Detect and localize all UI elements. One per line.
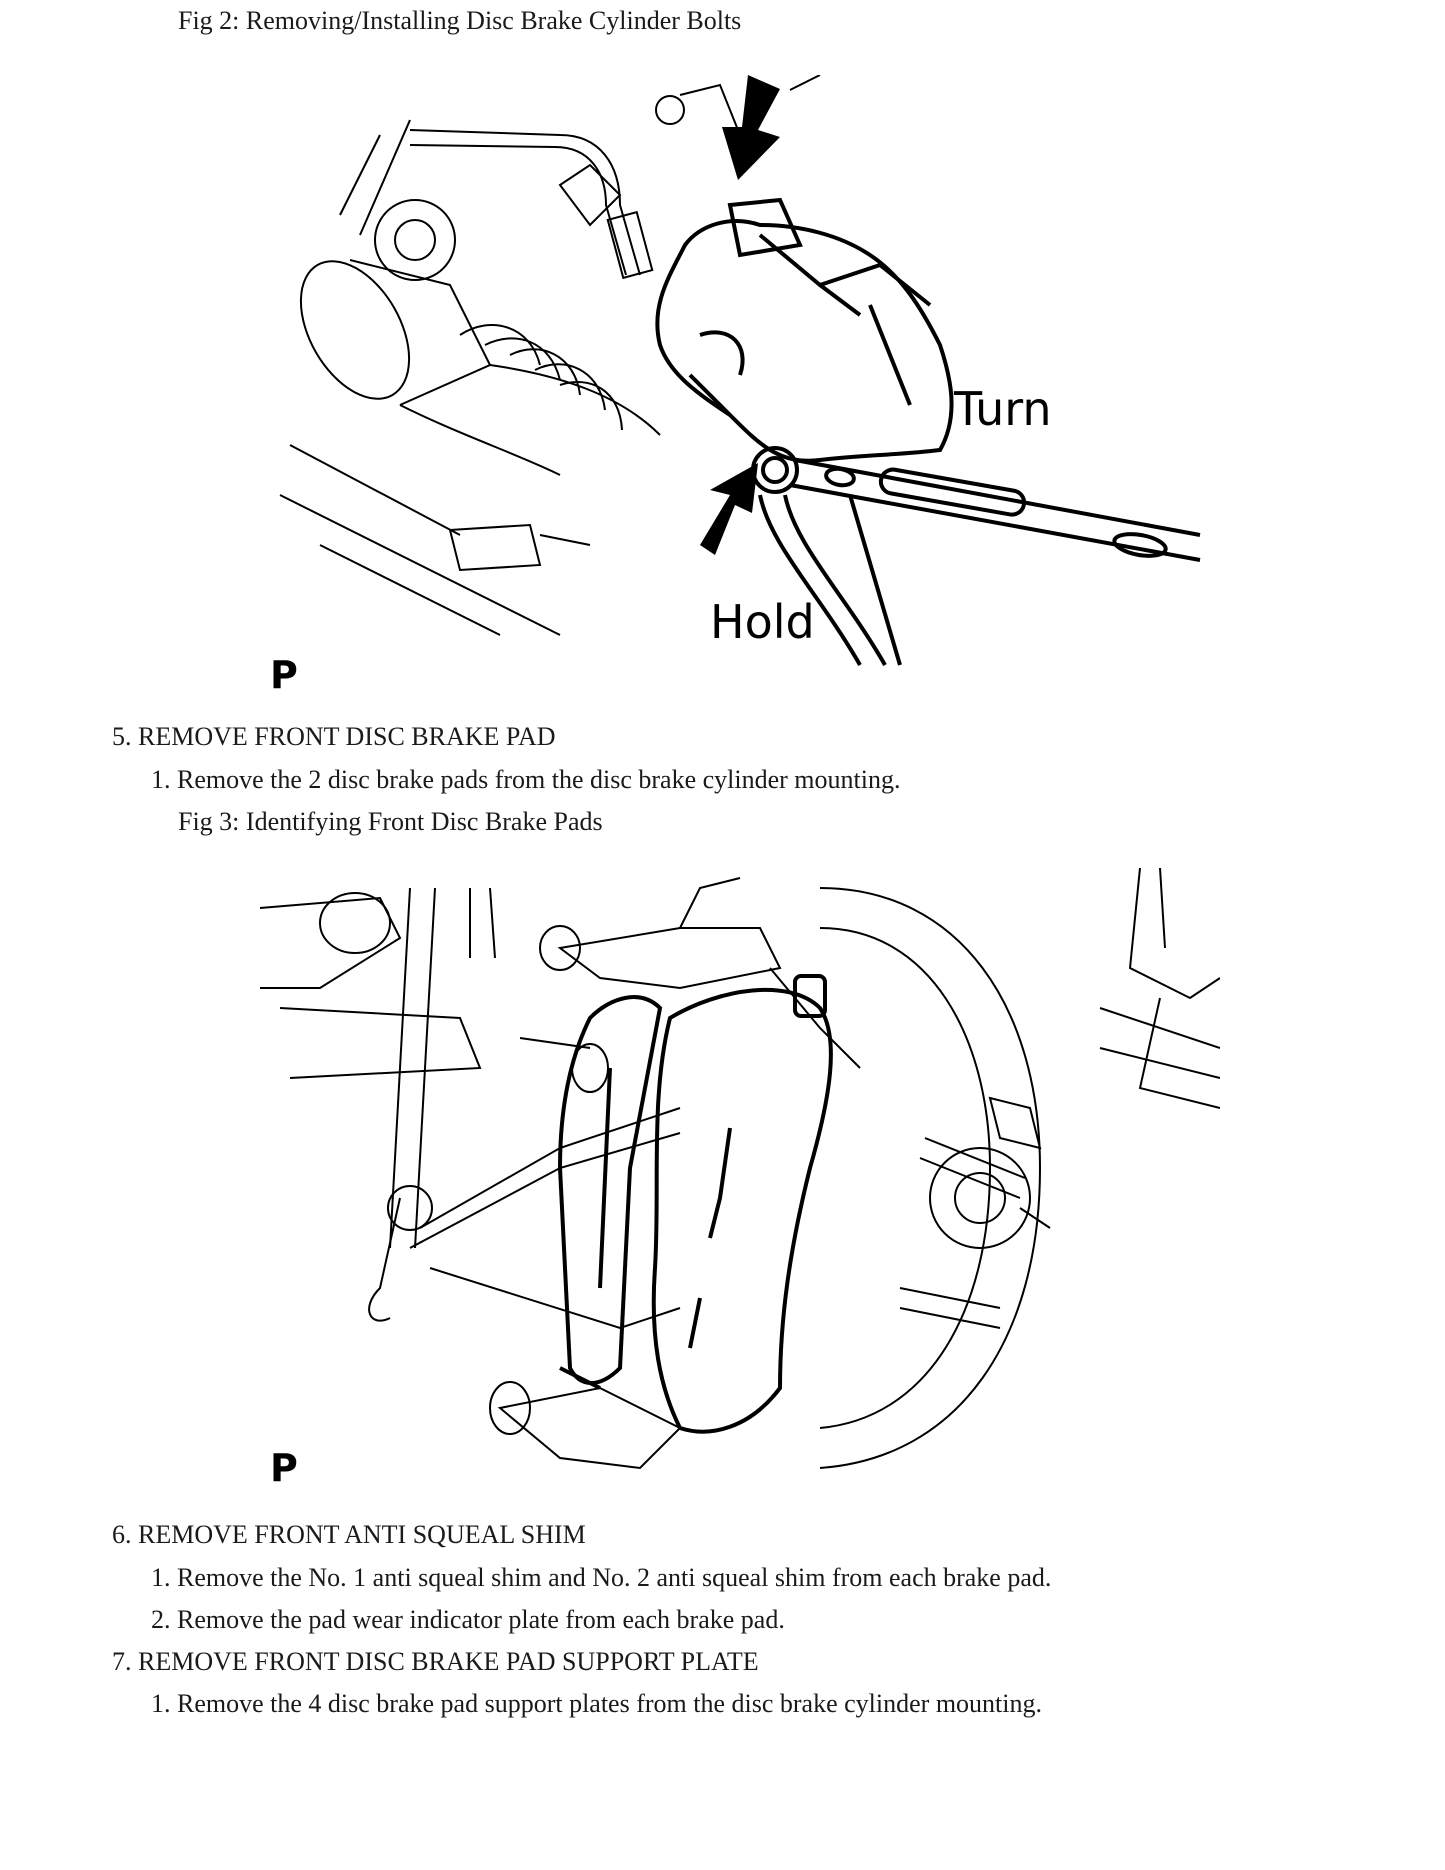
step7-item-1: 1. Remove the 4 disc brake pad support p… bbox=[151, 1689, 1042, 1718]
front-disc-brake-pads-drawing: P bbox=[260, 868, 1220, 1490]
turn-label: Turn bbox=[953, 382, 1052, 436]
step6-item-1: 1. Remove the No. 1 anti squeal shim and… bbox=[151, 1563, 1052, 1592]
fig2-illustration: Turn Hold P bbox=[260, 75, 1220, 695]
step5-heading: 5. REMOVE FRONT DISC BRAKE PAD bbox=[112, 722, 556, 751]
fig2-caption: Fig 2: Removing/Installing Disc Brake Cy… bbox=[178, 6, 742, 35]
fig3-illustration: P bbox=[260, 868, 1220, 1498]
fig3-caption: Fig 3: Identifying Front Disc Brake Pads bbox=[178, 807, 603, 836]
hold-label: Hold bbox=[710, 595, 815, 649]
step6-heading: 6. REMOVE FRONT ANTI SQUEAL SHIM bbox=[112, 1520, 586, 1549]
fig2-corner-mark: P bbox=[270, 653, 298, 695]
step7-heading: 7. REMOVE FRONT DISC BRAKE PAD SUPPORT P… bbox=[112, 1647, 759, 1676]
step5-item-1: 1. Remove the 2 disc brake pads from the… bbox=[151, 765, 901, 794]
brake-caliper-bolt-drawing: Turn Hold P bbox=[270, 75, 1201, 695]
fig3-corner-mark: P bbox=[270, 1446, 298, 1490]
step6-item-2: 2. Remove the pad wear indicator plate f… bbox=[151, 1605, 785, 1634]
